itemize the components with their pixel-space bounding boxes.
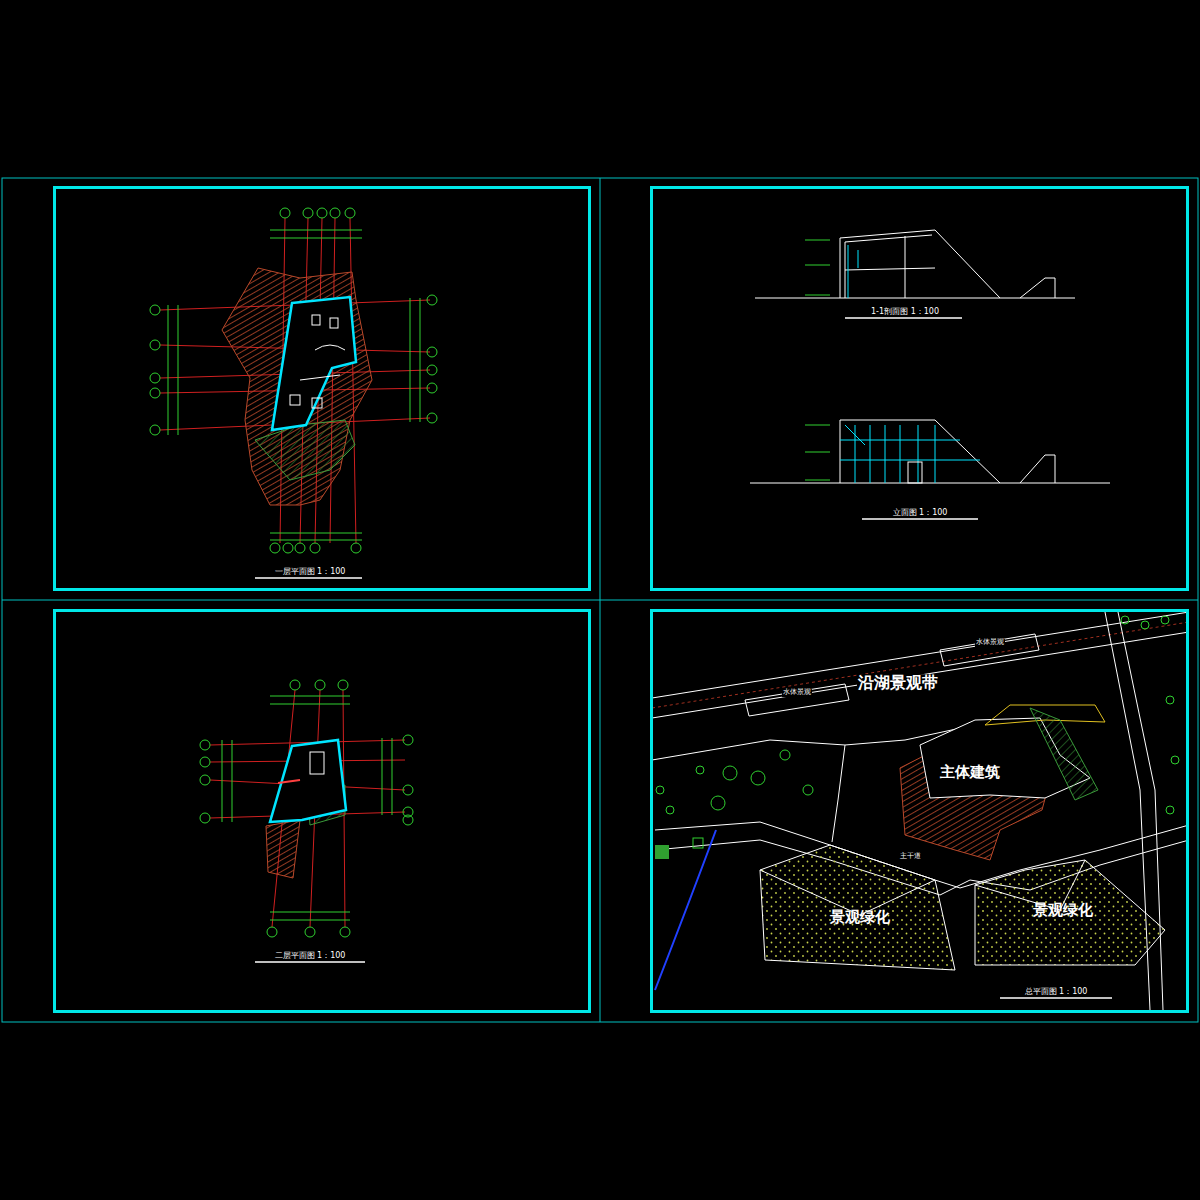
drawing-caption: 二层平面图 1：100: [275, 952, 346, 961]
zone-label: 景观绿化: [1033, 902, 1093, 919]
zone-label: 景观绿化: [830, 909, 890, 926]
drawing-caption: 1-1剖面图 1：100: [871, 308, 939, 317]
map-label: 水体景观: [975, 639, 1005, 647]
site-zone: 景观绿化: [822, 905, 898, 929]
map-label: 水体景观: [782, 689, 812, 697]
drawing-panel: 总平面图 1：100 主体建筑景观绿化 景观绿化: [650, 609, 1189, 1013]
site-zone: 主体建筑: [936, 760, 1004, 784]
drawing-caption: 立面图 1：100: [893, 509, 948, 518]
map-label: 沿湖景观带: [857, 674, 939, 692]
drawing-caption: 一层平面图 1：100: [275, 568, 346, 577]
drawing-panel: 二层平面图 1：100: [53, 609, 591, 1013]
site-zone: 景观绿化: [1025, 898, 1101, 922]
drawing-panel: 1-1剖面图 1：100 立面图 1：100: [650, 186, 1189, 591]
drawing-panel: 一层平面图 1：100: [53, 186, 591, 591]
map-label: 主干道: [899, 853, 922, 861]
zone-label: 主体建筑: [940, 764, 1000, 781]
drawing-caption: 总平面图 1：100: [1025, 988, 1088, 997]
